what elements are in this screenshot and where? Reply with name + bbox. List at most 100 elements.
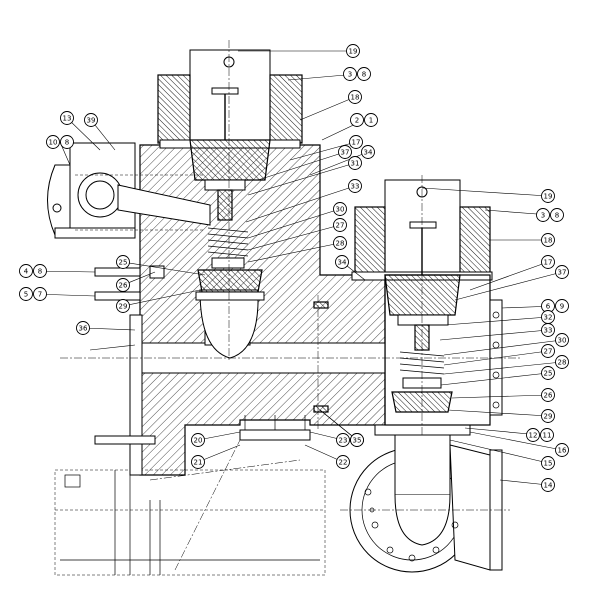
callout-c29b: 29 [447,409,555,423]
callout-circle [348,156,362,170]
leader-line [443,339,563,356]
leader-line [197,444,241,463]
callout-label: 8 [362,71,366,79]
callout-circle [541,388,555,402]
leader-line [245,185,356,223]
callout-label: 19 [349,48,358,56]
callout-circle [555,299,569,313]
callout-label: 6 [546,303,551,311]
callout-label: 7 [38,291,42,299]
callout-circle [191,455,205,469]
callout-circle [116,255,130,269]
leader-line-extra [89,344,136,351]
callout-circle [19,287,33,301]
leader-line [447,409,549,417]
callout-circle [60,111,74,125]
callout-circle [19,264,33,278]
callout-circle [348,90,362,104]
callout-circle [116,278,130,292]
callout-label: 3 [348,71,352,79]
callout-c19a: 19 [238,44,360,58]
callout-c34a: 34 [309,145,375,176]
callout-circle [60,135,74,149]
leader-line [309,151,369,176]
callout-c33b: 33 [439,323,555,341]
callout-label: 23 [339,437,348,445]
leader-line [439,329,549,341]
leader-line [197,431,241,441]
callout-circle [336,455,350,469]
callout-c16: 16 [469,431,569,457]
callout-label: 26 [119,282,128,290]
callout-circle [348,179,362,193]
callout-label: 4 [24,268,29,276]
callout-c27b: 27 [443,344,555,366]
callout-label: 26 [544,392,553,400]
callout-circle [343,67,357,81]
callout-circle [361,145,375,159]
callout-c18b: 18 [490,233,555,247]
callout-c37a: 37 [257,145,352,181]
leader-line [247,208,341,239]
callout-label: 21 [194,459,203,467]
callout-label: 39 [87,117,96,125]
callout-c26a: 26 [116,271,156,292]
callout-label: 2 [355,117,359,125]
callout-circle [46,135,60,149]
callout-label: 30 [336,206,345,214]
callout-label: 15 [544,460,553,468]
callout-circle [84,113,98,127]
callout-c31: 31 [247,156,362,196]
outlet-elbow [340,434,510,573]
callout-c26b: 26 [451,388,555,402]
leader-line [319,409,358,441]
callout-label: 25 [544,370,553,378]
callout-label: 10 [49,139,58,147]
callout-c19b: 19 [421,187,555,203]
callout-label: 37 [558,269,567,277]
callout-c25a: 25 [116,255,206,276]
callout-label: 29 [544,413,553,421]
callout-c28b: 28 [443,355,569,375]
callout-c17b: 17 [469,255,555,291]
leader-line [122,289,201,307]
leader-line [421,187,549,197]
callout-c33a: 33 [245,179,362,223]
callout-circle [555,443,569,457]
callout-label: 25 [119,259,128,267]
callout-circle [333,218,347,232]
callout-c34b: 34 [335,255,366,281]
callout-circle [555,355,569,369]
callout-circle [333,236,347,250]
leader-line [443,350,549,366]
callout-c23: 23 [309,431,350,447]
callout-label: 28 [336,240,345,248]
callout-label: 19 [544,193,553,201]
callout-c28a: 28 [247,236,347,263]
callout-label: 35 [353,437,362,445]
callout-c17a: 17 [289,135,363,161]
leader-line [451,394,549,399]
callout-circle [526,428,540,442]
callout-circle [191,433,205,447]
left-actuator [157,40,303,360]
callout-label: 31 [351,160,360,168]
callout-label: 32 [544,314,553,322]
callout-circle [350,433,364,447]
callout-label: 34 [364,149,373,157]
callout-label: 34 [338,259,347,267]
callout-circle [335,255,349,269]
leader-line [247,242,341,263]
leader-line [247,224,341,251]
leader-line [454,271,563,301]
callout-c27a: 27 [247,218,347,251]
right-cover-plate [384,274,503,426]
callout-c29a: 29 [116,289,201,313]
callout-label: 30 [558,337,567,345]
